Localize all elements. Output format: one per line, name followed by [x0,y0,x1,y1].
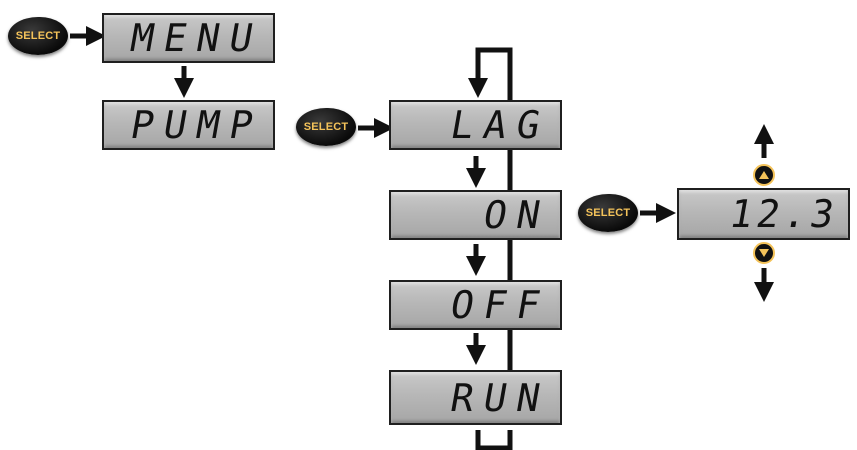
cycle-loop-bottom [475,430,513,450]
lcd-display-menu: MENU [102,13,275,63]
select-button-label: SELECT [585,207,631,219]
lcd-text-on: ON [480,193,554,237]
up-button[interactable] [753,164,775,186]
select-button-value[interactable]: SELECT [578,194,638,232]
down-triangle-icon [759,249,769,257]
lcd-display-off: OFF [389,280,562,330]
lcd-text-value: 12.3 [726,192,842,236]
select-button-label: SELECT [15,30,61,42]
select-button-menu[interactable]: SELECT [8,17,68,55]
down-button[interactable] [753,242,775,264]
lcd-display-value: 12.3 [677,188,850,240]
up-triangle-icon [759,171,769,179]
lcd-text-pump: PUMP [127,103,267,147]
lcd-text-lag: LAG [447,103,554,147]
lcd-display-run: RUN [389,370,562,425]
lcd-text-off: OFF [447,283,554,327]
lcd-text-run: RUN [447,375,554,420]
select-button-label: SELECT [303,121,349,133]
select-button-pump[interactable]: SELECT [296,108,356,146]
lcd-text-menu: MENU [127,16,267,60]
lcd-display-on: ON [389,190,562,240]
lcd-display-lag: LAG [389,100,562,150]
lcd-display-pump: PUMP [102,100,275,150]
